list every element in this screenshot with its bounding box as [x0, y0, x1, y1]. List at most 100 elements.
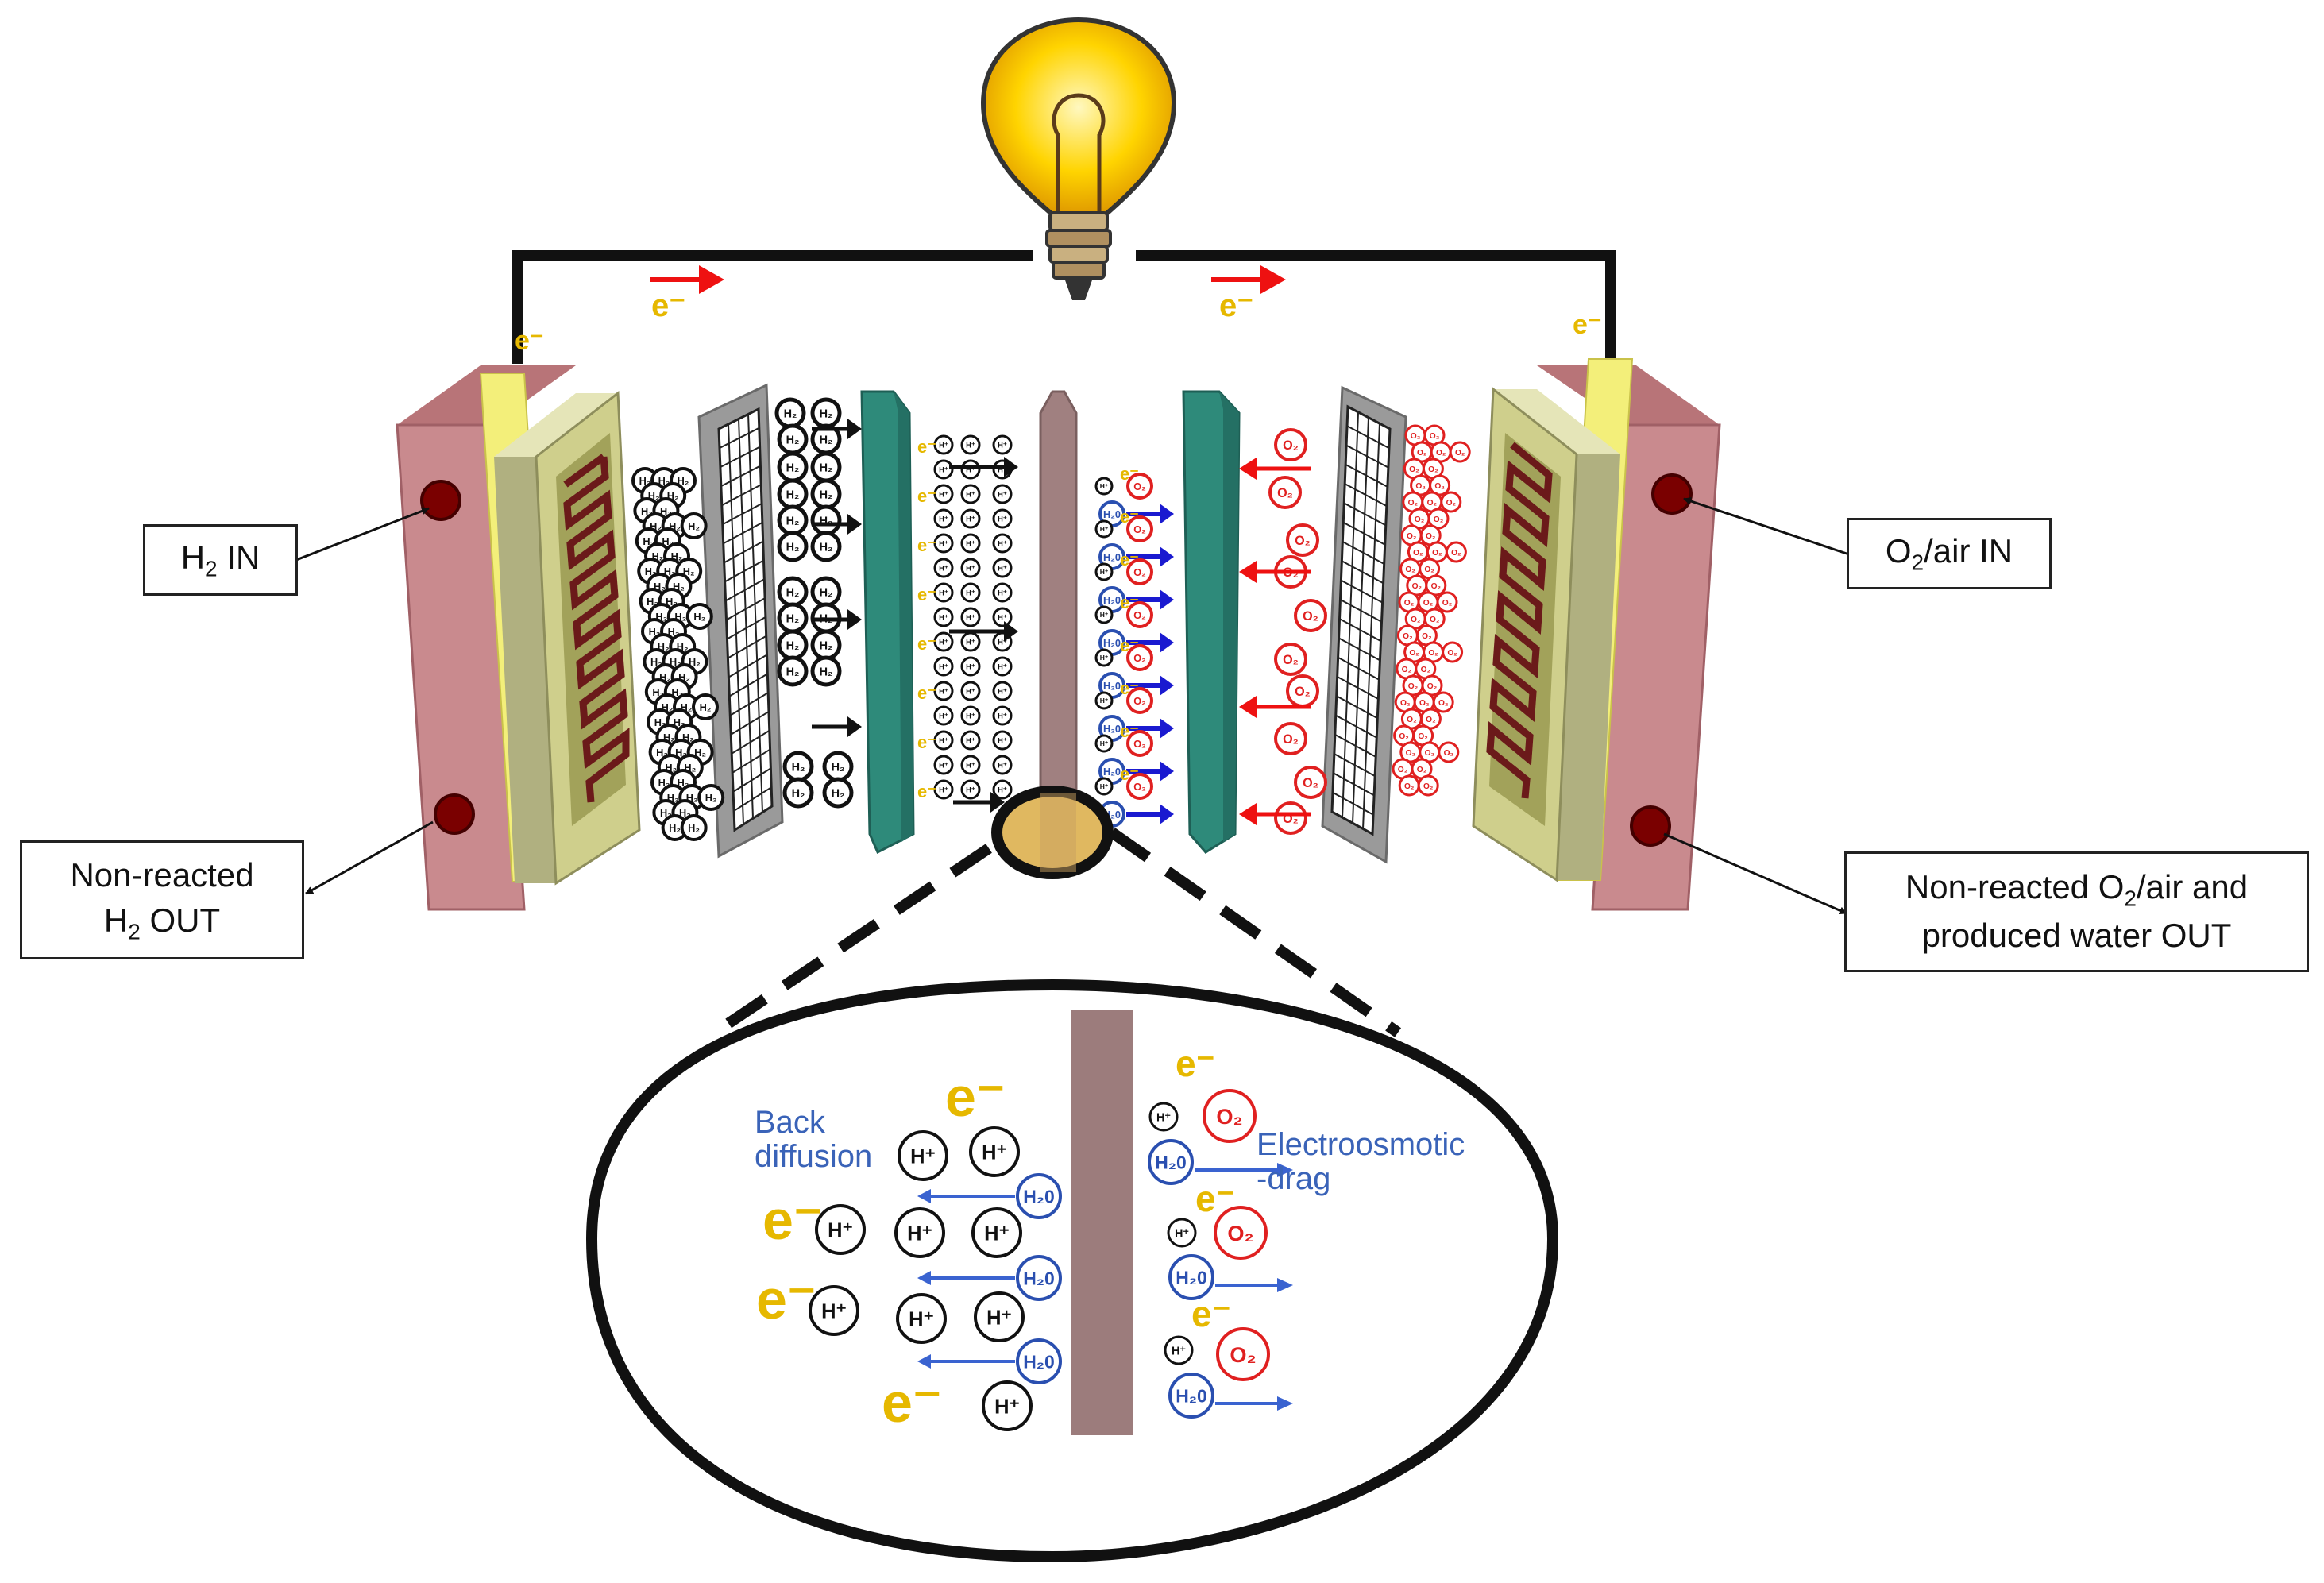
hydrogen-molecule: H₂	[782, 751, 814, 782]
svg-text:O₂: O₂	[1430, 616, 1439, 624]
svg-text:O₂: O₂	[1425, 749, 1434, 758]
oxygen-molecule: O₂	[1294, 599, 1327, 632]
svg-text:H⁺: H⁺	[998, 614, 1007, 622]
proton: H⁺	[960, 705, 981, 726]
oxygen-molecule: O₂	[1432, 691, 1454, 713]
svg-text:H⁺: H⁺	[1100, 568, 1109, 576]
svg-text:H₂: H₂	[683, 566, 695, 577]
hydrogen-molecule: H₂	[810, 629, 842, 661]
proton: H⁺	[960, 681, 981, 701]
oxygen-molecule: O₂	[1203, 1089, 1257, 1143]
hydrogen-molecule: H₂	[810, 423, 842, 455]
proton-flow-arrow	[949, 621, 1018, 642]
oxygen-molecule: O₂	[1268, 476, 1302, 509]
hydrogen-molecule: H₂	[810, 576, 842, 608]
proton: H⁺	[992, 434, 1013, 455]
svg-text:H⁺: H⁺	[910, 1146, 936, 1168]
svg-text:H₂: H₂	[792, 787, 805, 800]
svg-text:O₂: O₂	[1417, 449, 1426, 458]
hydrogen-molecule: H₂	[692, 693, 719, 720]
proton: H⁺	[960, 656, 981, 677]
svg-text:H⁺: H⁺	[998, 466, 1007, 474]
water-molecule: H₂0	[1098, 715, 1125, 742]
svg-text:H⁺: H⁺	[984, 1223, 1010, 1245]
electron-icon: e⁻	[1120, 721, 1139, 741]
svg-text:H⁺: H⁺	[939, 762, 948, 770]
water-molecule: H₂0	[1168, 1254, 1214, 1300]
svg-text:H₂0: H₂0	[1103, 594, 1121, 606]
oxygen-molecule: O₂	[1274, 722, 1307, 755]
light-bulb-icon	[980, 17, 1177, 300]
hydrogen-flow-arrow	[812, 514, 862, 535]
hydrogen-molecule: H₂	[810, 655, 842, 687]
svg-text:H⁺: H⁺	[1172, 1345, 1186, 1357]
proton: H⁺	[933, 533, 954, 554]
svg-text:H₂: H₂	[786, 434, 800, 446]
svg-text:H₂: H₂	[688, 822, 700, 834]
svg-text:O₂: O₂	[1411, 616, 1420, 624]
hydrogen-molecule: H₂	[822, 777, 854, 809]
proton: H⁺	[992, 558, 1013, 578]
svg-text:H₂: H₂	[820, 461, 833, 474]
svg-text:H⁺: H⁺	[939, 515, 948, 523]
proton: H⁺	[809, 1285, 859, 1336]
water-flow-arrow	[1126, 804, 1174, 824]
h2-out-label: Non-reacted H2 OUT	[20, 840, 304, 959]
proton: H⁺	[1094, 477, 1114, 496]
proton: H⁺	[971, 1207, 1022, 1258]
proton: H⁺	[960, 508, 981, 529]
proton: H⁺	[933, 558, 954, 578]
svg-text:H⁺: H⁺	[828, 1220, 853, 1242]
svg-text:O₂: O₂	[1426, 716, 1435, 724]
oxygen-molecule: O₂	[1214, 1206, 1268, 1260]
svg-text:O₂: O₂	[1303, 609, 1318, 624]
electron-icon: e⁻	[945, 1066, 1006, 1128]
hydrogen-molecule: H₂	[810, 504, 842, 536]
oxygen-molecule: O₂	[1398, 774, 1420, 797]
proton: H⁺	[933, 459, 954, 480]
svg-text:O₂: O₂	[1295, 534, 1311, 548]
svg-text:H⁺: H⁺	[939, 589, 948, 597]
label-leader-lines	[295, 497, 1850, 915]
water-flow-arrow	[1126, 718, 1174, 739]
anode-serpentine-channel	[563, 454, 630, 803]
svg-text:H⁺: H⁺	[966, 712, 975, 720]
svg-text:H⁺: H⁺	[966, 737, 975, 745]
svg-text:H⁺: H⁺	[966, 589, 975, 597]
oxygen-molecule: O₂	[1126, 773, 1153, 800]
h2-in-label: H2 IN	[143, 524, 298, 596]
svg-text:H⁺: H⁺	[998, 639, 1007, 647]
svg-text:O₂: O₂	[1404, 782, 1414, 791]
svg-text:O₂: O₂	[1133, 738, 1146, 750]
svg-text:H⁺: H⁺	[939, 639, 948, 647]
oxygen-flow-arrow	[1239, 458, 1311, 480]
svg-text:H⁺: H⁺	[939, 737, 948, 745]
hydrogen-molecule: H₂	[777, 504, 809, 536]
svg-text:O₂: O₂	[1436, 449, 1446, 458]
svg-text:H⁺: H⁺	[966, 540, 975, 548]
svg-text:H⁺: H⁺	[966, 491, 975, 499]
svg-text:O₂: O₂	[1133, 481, 1146, 492]
svg-text:H₂: H₂	[832, 761, 845, 774]
oxygen-molecule: O₂	[1436, 591, 1458, 613]
electroosmotic-drag-arrow	[1215, 1396, 1293, 1411]
hydrogen-molecule: H₂	[782, 777, 814, 809]
electron-icon: e⁻	[1191, 1293, 1231, 1334]
hydrogen-molecule: H₂	[661, 814, 689, 841]
hydrogen-molecule: H₂	[680, 512, 708, 539]
proton: H⁺	[982, 1380, 1033, 1431]
svg-text:H₂: H₂	[694, 747, 706, 759]
oxygen-molecule: O₂	[1412, 724, 1434, 747]
h2-inlet-port	[420, 480, 461, 521]
svg-text:O₂: O₂	[1283, 653, 1299, 667]
svg-text:O₂: O₂	[1451, 549, 1461, 558]
svg-text:H⁺: H⁺	[907, 1223, 932, 1245]
svg-text:H₂: H₂	[820, 639, 833, 652]
proton: H⁺	[933, 755, 954, 775]
water-flow-arrow	[1126, 632, 1174, 653]
oxygen-molecule: O₂	[1126, 730, 1153, 757]
hydrogen-molecule: H₂	[810, 397, 842, 429]
proton: H⁺	[933, 681, 954, 701]
proton: H⁺	[933, 631, 954, 652]
proton: H⁺	[1094, 648, 1114, 667]
